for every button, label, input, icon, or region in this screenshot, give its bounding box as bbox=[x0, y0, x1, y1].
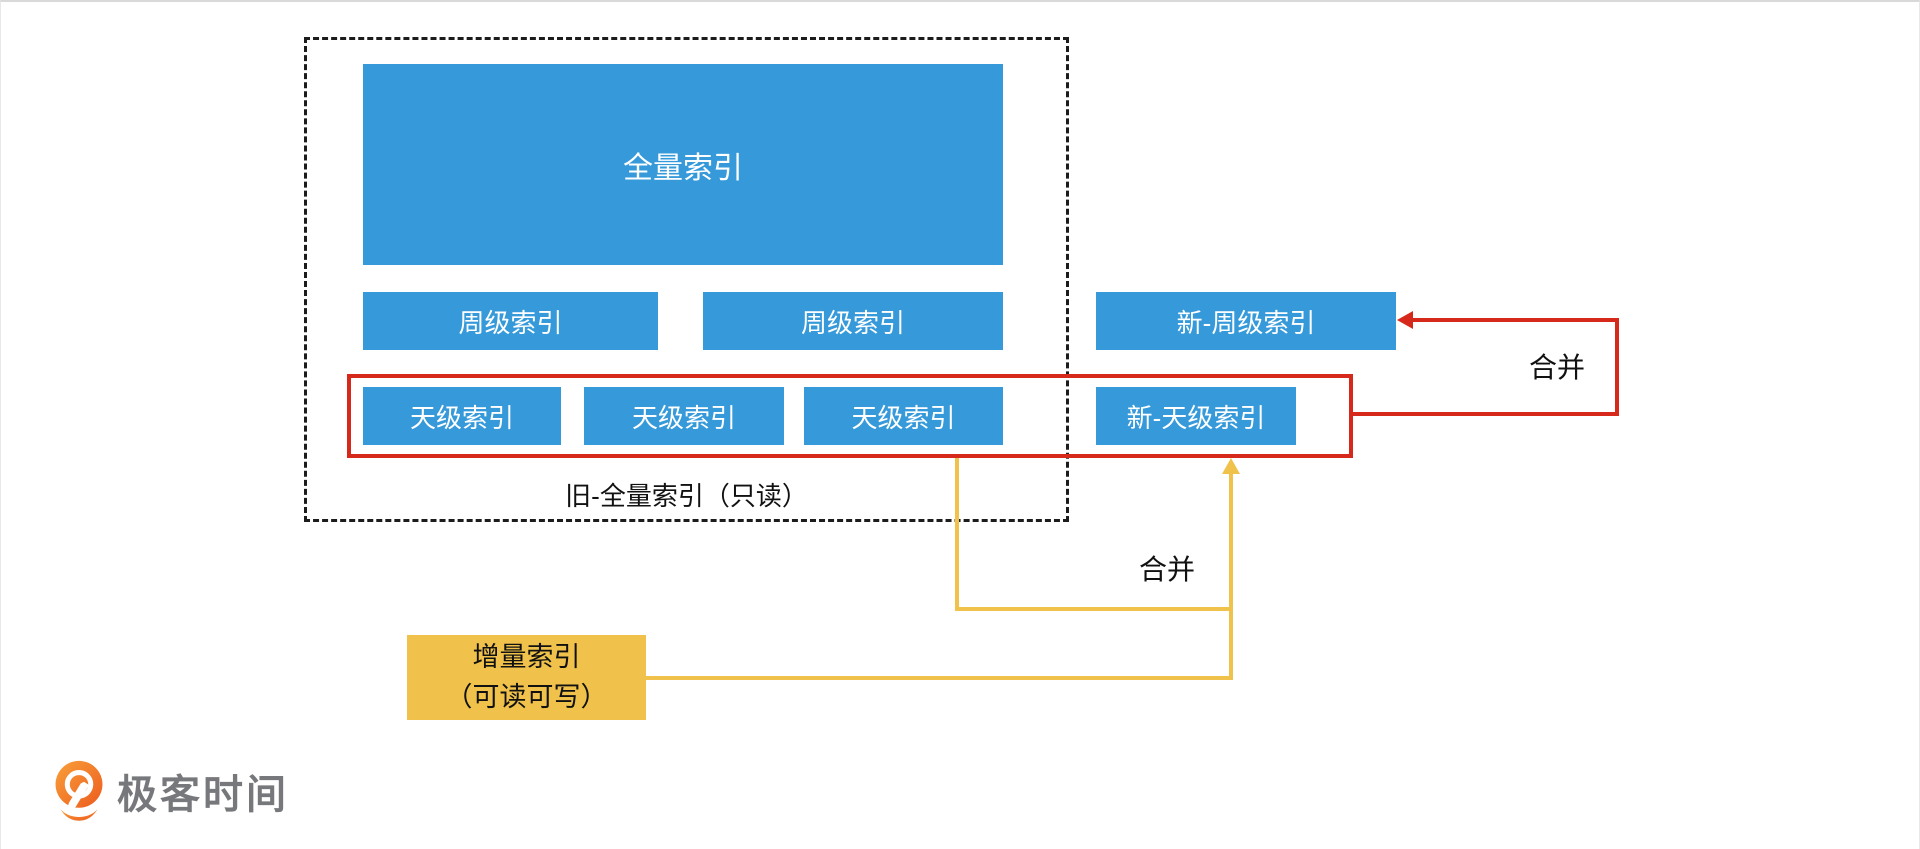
new-week-index-box: 新-周级索引 bbox=[1096, 292, 1396, 350]
red-merge-arrowhead-icon bbox=[1397, 311, 1413, 329]
incremental-index-line2: （可读可写） bbox=[445, 681, 608, 712]
old-full-index-group-border bbox=[304, 37, 1069, 522]
red-merge-line-top bbox=[1411, 318, 1619, 322]
day-index-box-1: 天级索引 bbox=[363, 387, 561, 445]
red-merge-line-bottom bbox=[1353, 412, 1619, 416]
week-index-box-1: 周级索引 bbox=[363, 292, 658, 350]
yellow-merge-line-vertical bbox=[1229, 472, 1233, 680]
incremental-index-line1: 增量索引 bbox=[472, 642, 581, 673]
incremental-index-box: 增量索引 （可读可写） bbox=[407, 635, 646, 720]
geektime-logo-icon bbox=[55, 760, 103, 821]
brand-logo: 极客时间 bbox=[53, 760, 289, 822]
yellow-merge-line-from-incremental bbox=[646, 676, 1233, 680]
yellow-merge-line-middle bbox=[955, 607, 1233, 611]
day-index-merge-group-border bbox=[347, 374, 1353, 458]
full-index-box: 全量索引 bbox=[363, 64, 1003, 265]
brand-name: 极客时间 bbox=[117, 773, 289, 817]
day-index-box-3: 天级索引 bbox=[804, 387, 1003, 445]
week-index-box-2: 周级索引 bbox=[703, 292, 1003, 350]
red-merge-line-vertical bbox=[1615, 318, 1619, 416]
old-full-index-caption: 旧-全量索引（只读） bbox=[565, 481, 808, 511]
new-day-index-box: 新-天级索引 bbox=[1096, 387, 1296, 445]
yellow-merge-line-from-day-row bbox=[955, 458, 959, 611]
merge-label-yellow: 合并 bbox=[1139, 554, 1196, 585]
merge-label-red: 合并 bbox=[1529, 352, 1586, 383]
day-index-box-2: 天级索引 bbox=[584, 387, 784, 445]
yellow-merge-arrowhead-icon bbox=[1222, 458, 1240, 474]
